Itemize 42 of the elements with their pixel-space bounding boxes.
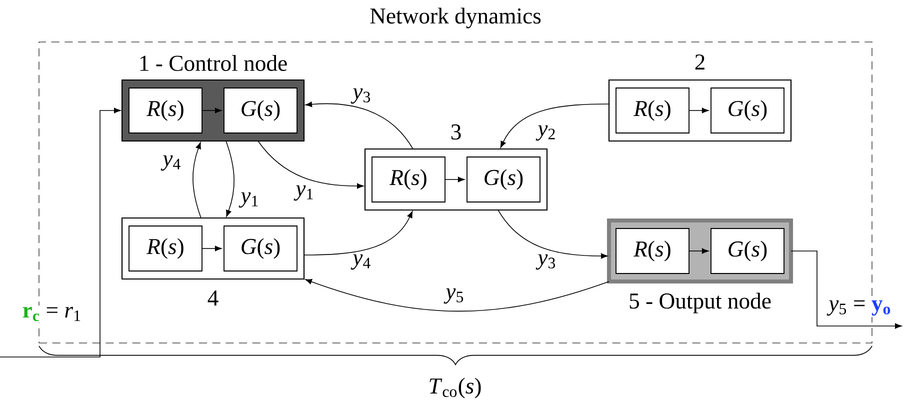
edge-label: y$_{5}$ xyxy=(444,287,466,305)
edge-label: y$_{1}$ xyxy=(238,191,261,209)
arrow xyxy=(226,140,234,217)
arrow xyxy=(202,108,222,114)
arrow xyxy=(688,248,709,254)
edge-label: y$_{4}$ xyxy=(160,154,183,172)
edge-label: r$_{c}$ = r$_{1}$ xyxy=(21,306,84,322)
node-label: Network dynamics xyxy=(370,8,541,28)
arrow xyxy=(202,246,222,252)
edge-label: y$_{5}$ = y$_{o}$ xyxy=(826,299,893,317)
edge-label: y$_{3}$ xyxy=(536,253,558,271)
arrow xyxy=(305,102,414,150)
edge-label: y$_{1}$ xyxy=(294,184,316,202)
block-box: R(s) xyxy=(616,228,690,274)
node-label: 3 xyxy=(451,124,461,140)
node-label: 2 xyxy=(695,54,704,70)
edge-label: y$_{4}$ xyxy=(350,253,373,271)
arrow xyxy=(500,104,610,148)
node-label: 5 - Output node xyxy=(630,292,771,314)
edge-label: y$_{3}$ xyxy=(350,87,373,105)
block-box: G(s) xyxy=(224,88,298,134)
arrow xyxy=(304,211,413,256)
arrow xyxy=(305,279,610,312)
block-box: G(s) xyxy=(710,88,784,134)
arrow xyxy=(258,140,364,189)
edge-label: y$_{2}$ xyxy=(536,124,558,142)
block-box: R(s) xyxy=(128,88,202,134)
arrow xyxy=(192,142,202,218)
arrow xyxy=(498,210,608,259)
output-arrow xyxy=(790,250,902,329)
node-label: 4 xyxy=(208,290,218,306)
block-box: G(s) xyxy=(710,228,784,274)
arrow xyxy=(688,108,709,114)
brace-label: T$_{co}$(s) xyxy=(430,378,481,398)
node-label: 1 - Control node xyxy=(140,55,287,71)
block-box: G(s) xyxy=(224,226,298,272)
input-arrow xyxy=(0,108,121,358)
block-box: R(s) xyxy=(128,226,202,272)
arrow xyxy=(444,176,465,182)
block-box: G(s) xyxy=(466,156,540,202)
block-box: R(s) xyxy=(616,88,690,134)
block-box: R(s) xyxy=(372,156,446,202)
